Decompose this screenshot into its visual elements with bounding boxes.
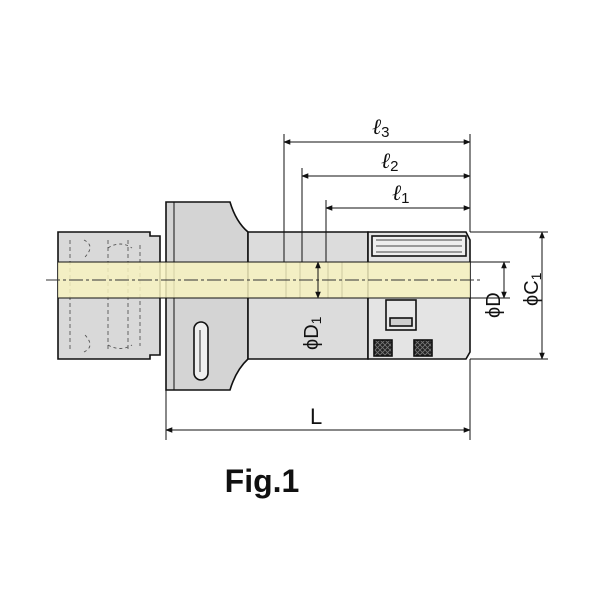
label-L: L bbox=[310, 404, 322, 429]
nose-upper-hatch bbox=[376, 239, 462, 253]
knurl-ring-right bbox=[413, 339, 433, 357]
nose-screw-head bbox=[389, 317, 413, 327]
label-D: ϕD bbox=[483, 292, 505, 318]
knurl-ring-left bbox=[373, 339, 393, 357]
shank-hidden-curves bbox=[83, 239, 133, 353]
label-l3: ℓ3 bbox=[372, 114, 390, 141]
drive-slot bbox=[193, 321, 209, 381]
label-D1: ϕD1 bbox=[301, 316, 324, 350]
label-C1: ϕC1 bbox=[521, 272, 544, 306]
label-l1: ℓ1 bbox=[392, 180, 410, 207]
label-l2: ℓ2 bbox=[381, 148, 399, 175]
figure-caption: Fig.1 bbox=[225, 463, 300, 499]
dimension-lines bbox=[165, 134, 548, 440]
